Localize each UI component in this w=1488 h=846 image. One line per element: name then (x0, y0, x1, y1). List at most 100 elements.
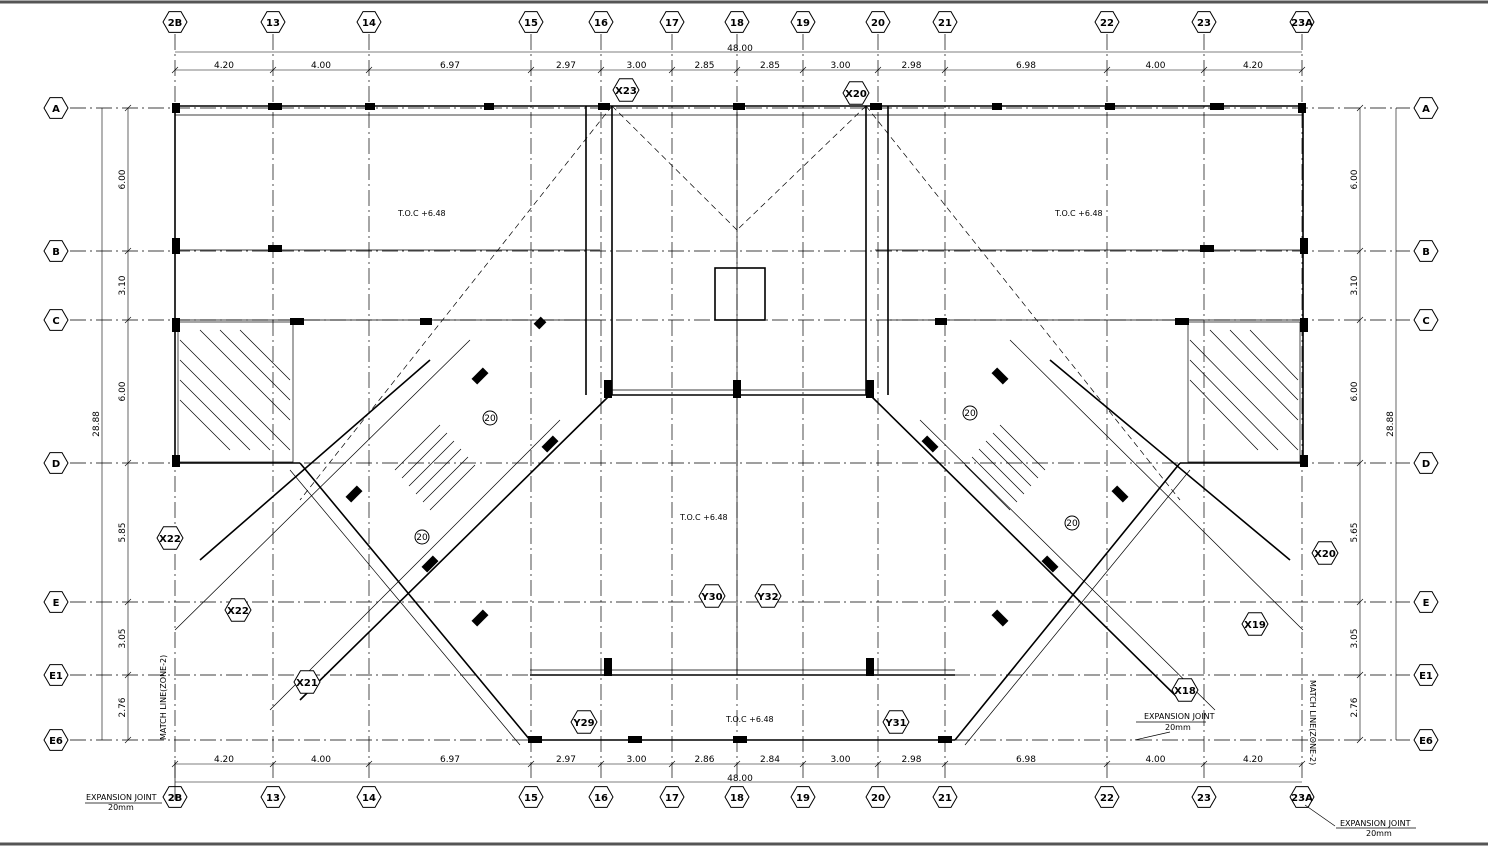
dimension-label: 2.85 (694, 61, 714, 71)
grid-column-bubble (932, 786, 958, 808)
grid-row-bubble (1413, 309, 1439, 331)
grid-row-bubble (1413, 97, 1439, 119)
dimension-label: 3.10 (1350, 275, 1360, 295)
section-marker (1171, 678, 1199, 702)
dimension-label: 3.00 (830, 755, 850, 765)
grid-row-bubble (43, 97, 69, 119)
expansion-joint-size: 20mm (1165, 723, 1191, 732)
section-marker-label: X19 (1244, 620, 1266, 631)
level-note: T.O.C +6.48 (1054, 209, 1103, 218)
section-marker-label: X18 (1174, 686, 1196, 697)
grid-column-label: 23A (1291, 793, 1313, 804)
dimension-label: 4.00 (1145, 61, 1165, 71)
grid-column-label: 17 (665, 793, 679, 804)
dimension-label: 4.20 (1243, 755, 1263, 765)
grid-column-label: 20 (871, 18, 885, 29)
grid-column-label: 18 (730, 793, 744, 804)
dimension-label: 6.00 (1350, 381, 1360, 401)
dimension-label: 2.98 (901, 755, 921, 765)
grid-column-label: 22 (1100, 18, 1114, 29)
grid-column-bubble (1191, 11, 1217, 33)
dimension-label: 6.00 (118, 381, 128, 401)
dimension-label: 2.98 (901, 61, 921, 71)
grid-column-label: 22 (1100, 793, 1114, 804)
section-marker-label: X22 (227, 606, 249, 617)
stair-label: 20 (484, 414, 496, 424)
grid-row-bubble (43, 452, 69, 474)
section-marker-label: Y29 (572, 718, 594, 729)
grid-row-label: E6 (49, 736, 63, 747)
section-marker-label: Y32 (756, 592, 778, 603)
grid-row-label: E1 (1419, 671, 1433, 682)
grid-row-label: E1 (49, 671, 63, 682)
overall-length: 48.00 (727, 44, 753, 54)
grid-column-label: 16 (594, 18, 608, 29)
grid-row-label: D (1422, 459, 1430, 470)
grid-column-bubble (724, 786, 750, 808)
grid-row-bubble (1413, 591, 1439, 613)
grid-column-bubble (260, 11, 286, 33)
grid-column-bubble (790, 11, 816, 33)
grid-row-bubble (1413, 240, 1439, 262)
expansion-joint-title: EXPANSION JOINT (86, 793, 157, 802)
grid-row-bubble (43, 664, 69, 686)
section-marker-label: X22 (159, 534, 181, 545)
dimension-label: 4.00 (311, 755, 331, 765)
grid-row-bubble (1413, 664, 1439, 686)
grid-column-bubble (659, 786, 685, 808)
expansion-joint-size: 20mm (108, 803, 134, 812)
grid-column-bubble (356, 786, 382, 808)
section-marker (612, 78, 640, 102)
grid-column-bubble (588, 11, 614, 33)
section-marker-label: X20 (1314, 549, 1336, 560)
grid-column-label: 19 (796, 18, 810, 29)
section-marker-label: Y30 (700, 592, 722, 603)
grid-row-label: E (53, 598, 60, 609)
dimension-label: 5.65 (1350, 522, 1360, 542)
section-marker (1311, 541, 1339, 565)
dimension-label: 3.00 (830, 61, 850, 71)
structural-walls (174, 105, 1304, 746)
dimension-label: 6.98 (1016, 61, 1036, 71)
grid-column-bubble (865, 11, 891, 33)
grid-column-bubble (1094, 11, 1120, 33)
grid-row-label: C (1422, 316, 1429, 327)
grid-row-label: E6 (1419, 736, 1433, 747)
grid-column-bubble (1289, 11, 1315, 33)
stair-label: 20 (964, 409, 976, 419)
grid-column-label: 17 (665, 18, 679, 29)
dimension-label: 4.20 (214, 61, 234, 71)
level-note: T.O.C +6.48 (397, 209, 446, 218)
structural-columns (172, 103, 1308, 743)
grid-column-bubble (659, 11, 685, 33)
grid-column-bubble (518, 786, 544, 808)
grid-column-label: 16 (594, 793, 608, 804)
grid-column-bubble (518, 11, 544, 33)
section-marker (842, 81, 870, 105)
grid-column-bubble (260, 786, 286, 808)
stair-mark (482, 410, 498, 426)
grid-column-bubble (865, 786, 891, 808)
grid-column-bubble (724, 11, 750, 33)
stair-mark (414, 529, 430, 545)
grid-column-label: 14 (362, 18, 376, 29)
dimension-label: 3.00 (626, 755, 646, 765)
dimension-label: 6.00 (118, 169, 128, 189)
grid-row-bubble (43, 591, 69, 613)
dimension-label: 6.97 (440, 755, 460, 765)
grid-row-label: D (52, 459, 60, 470)
overall-length: 48.00 (727, 774, 753, 784)
grid-column-label: 23 (1197, 18, 1211, 29)
stair-label: 20 (1066, 519, 1078, 529)
grid-row-bubble (1413, 729, 1439, 751)
grid-column-bubble (356, 11, 382, 33)
grid-row-label: B (1422, 247, 1430, 258)
dimension-label: 4.20 (214, 755, 234, 765)
grid-column-label: 15 (524, 793, 538, 804)
section-marker-label: X21 (296, 678, 318, 689)
grid-column-label: 15 (524, 18, 538, 29)
dimension-label: 5.85 (118, 522, 128, 542)
section-marker (882, 710, 910, 734)
